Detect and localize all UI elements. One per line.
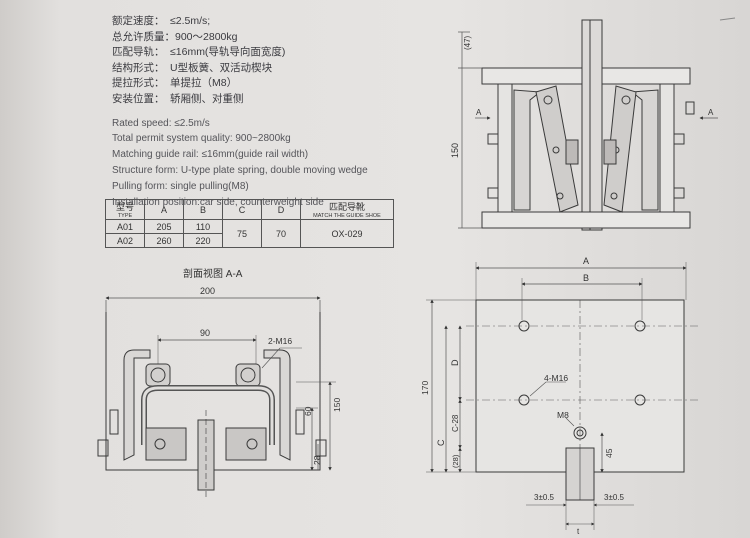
spec-cn-list: 额定速度：≤2.5m/s; 总允许质量：900～2800kg 匹配导轨：≤16m… [112, 14, 368, 108]
dim-170: 170 [420, 381, 430, 395]
front-view-drawing [458, 17, 736, 231]
label-2-m16: 2-M16 [268, 336, 292, 346]
dim-3-right: 3±0.5 [604, 493, 625, 502]
section-view-drawing [97, 296, 336, 500]
dim-3-left: 3±0.5 [534, 493, 555, 502]
spec-en-line: Total permit system quality: 900~2800kg [112, 133, 291, 145]
dim-C: C [436, 439, 446, 446]
dim-45: 45 [604, 448, 614, 458]
label-4-m16: 4-M16 [544, 373, 568, 383]
cell-d: 70 [261, 219, 301, 248]
section-mark-left: A [476, 108, 482, 117]
dim-B: B [583, 273, 589, 283]
cell-c: 75 [222, 219, 262, 248]
dim-150-section: 150 [332, 398, 342, 412]
dim-60: 60 [303, 406, 313, 416]
spec-en-line: Pulling form: single pulling(M8) [112, 180, 249, 192]
spec-en-line: Structure form: U-type plate spring, dou… [112, 164, 368, 176]
cell-b: 220 [183, 233, 223, 248]
dim-28: 28 [312, 455, 322, 465]
dim-150-front: 150 [450, 143, 460, 158]
dim-90: 90 [200, 328, 210, 338]
plate-view-drawing [426, 262, 700, 530]
spec-cn-line: 额定速度：≤2.5m/s; [112, 15, 211, 27]
spec-cn-line: 结构形式：U型板簧、双活动楔块 [112, 61, 273, 74]
dim-47: (47) [463, 35, 472, 50]
cell-a: 260 [144, 233, 184, 248]
spec-en-line: Rated speed: ≤2.5m/s [112, 117, 210, 129]
label-m8: M8 [557, 410, 569, 420]
cell-match: OX-029 [300, 219, 394, 248]
section-mark-right: A [708, 108, 714, 117]
dim-C-28: C-28 [451, 414, 460, 432]
spec-cn-line: 安装位置：轿厢侧、对重侧 [112, 92, 244, 105]
dim-D: D [450, 359, 460, 366]
spec-cn-line: 匹配导轨：≤16mm(导轨导向面宽度) [112, 46, 286, 59]
dim-28-paren: (28) [451, 454, 460, 468]
section-title: 剖面视图 A-A [183, 269, 243, 280]
dim-t: t [577, 527, 580, 536]
dim-A: A [583, 256, 589, 266]
spec-cn-line: 提拉形式：单提拉（M8） [112, 77, 238, 90]
spec-en-line: Matching guide rail: ≤16mm(guide rail wi… [112, 149, 309, 161]
dim-200: 200 [200, 286, 215, 296]
spec-cn-line: 总允许质量：900～2800kg [112, 30, 238, 43]
